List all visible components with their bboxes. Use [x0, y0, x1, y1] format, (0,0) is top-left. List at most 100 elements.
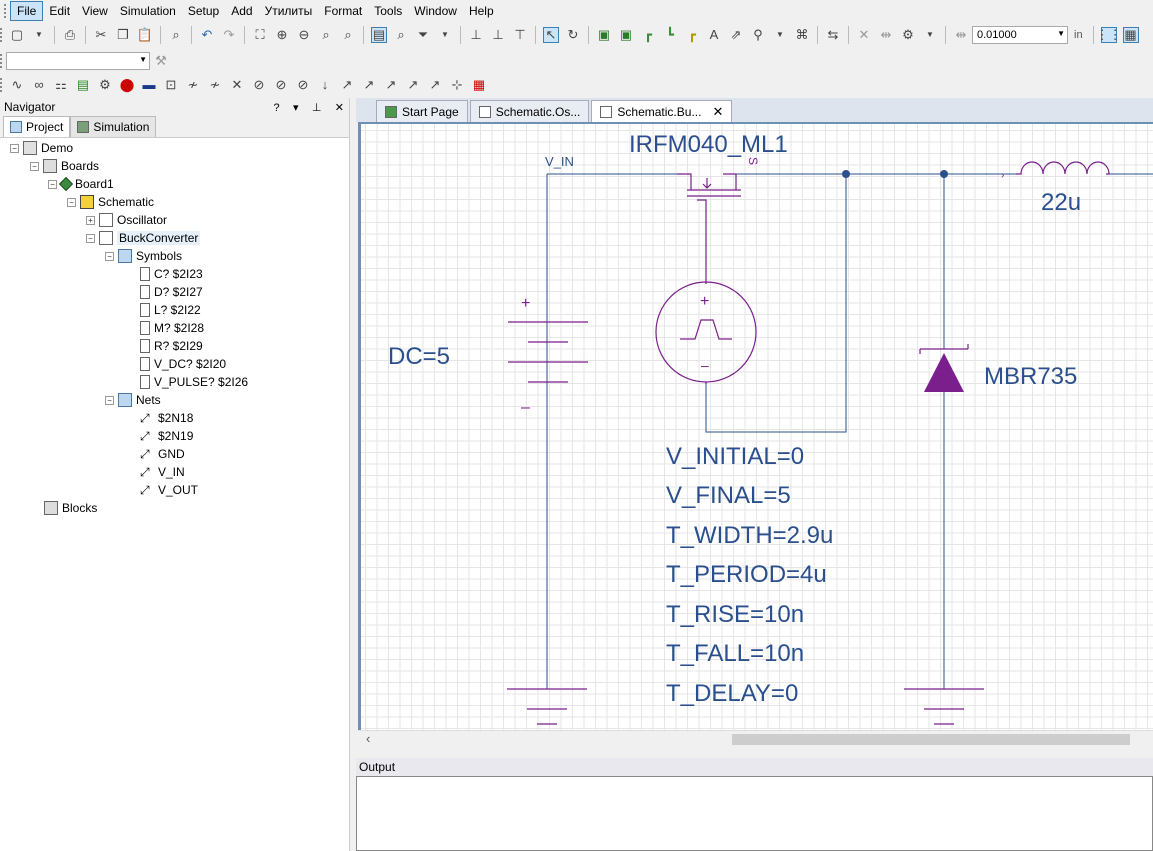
net-label-vin[interactable]: V_IN	[545, 154, 574, 169]
tree-node-board1[interactable]: − Board1	[48, 175, 114, 193]
tree-node-symbol[interactable]: D? $2I27	[140, 283, 203, 301]
diode-name-label[interactable]: MBR735	[984, 363, 1077, 390]
stop-icon[interactable]: ⬤	[119, 77, 135, 92]
add-probe-icon[interactable]: ⚲	[753, 27, 763, 42]
tree-node-demo[interactable]: − Demo	[10, 139, 73, 157]
dropdown-arrow-icon[interactable]: ▼	[441, 30, 449, 39]
ground-icon[interactable]: ↓	[321, 77, 329, 92]
tree-node-nets[interactable]: − Nets	[105, 391, 161, 409]
dc-source-label[interactable]: DC=5	[388, 343, 450, 370]
annotate-icon[interactable]: ⇆	[827, 27, 839, 42]
chevron-down-icon[interactable]: ▼	[139, 55, 147, 64]
resistor-icon[interactable]: ≁	[187, 77, 199, 92]
collapse-icon[interactable]: −	[10, 143, 19, 153]
menu-add[interactable]: Add	[231, 4, 253, 18]
dropdown-arrow-icon[interactable]: ▼	[35, 30, 43, 39]
align-top-icon[interactable]: ⊤	[514, 27, 526, 42]
mosfet-symbol[interactable]	[677, 173, 741, 284]
menu-view[interactable]: View	[82, 4, 108, 18]
tree-node-symbol[interactable]: V_PULSE? $2I26	[140, 373, 248, 391]
tab-simulation[interactable]: Simulation	[70, 116, 157, 137]
properties-icon[interactable]: ⚙	[902, 27, 914, 42]
tree-node-symbol[interactable]: L? $2I22	[140, 301, 201, 319]
scroll-left-icon[interactable]: ‹	[366, 731, 371, 746]
add-port-icon[interactable]: ⇗	[730, 27, 742, 42]
tree-node-oscillator[interactable]: + Oscillator	[86, 211, 167, 229]
collapse-icon[interactable]: −	[86, 233, 95, 243]
chevron-down-icon[interactable]: ▼	[1057, 29, 1065, 38]
sim-chart-icon[interactable]: ▤	[76, 77, 90, 92]
align-icon[interactable]: ⊥	[470, 27, 482, 42]
diode-triangle[interactable]	[924, 353, 964, 392]
sim-wave-icon[interactable]: ∿	[11, 77, 23, 92]
voltage-source-icon[interactable]: ⊘	[253, 77, 265, 92]
add-bus-icon[interactable]: ┗	[666, 27, 674, 42]
copy-icon[interactable]: ❐	[117, 27, 129, 42]
zoom-fit-icon[interactable]: ⛶	[255, 27, 265, 42]
grid-snap-icon[interactable]: ⇹	[955, 27, 967, 42]
delete-icon[interactable]: ✕	[858, 27, 870, 42]
tree-node-buckconverter[interactable]: − BuckConverter	[86, 229, 201, 247]
tree-node-symbol[interactable]: R? $2I29	[140, 337, 203, 355]
filter-icon[interactable]: ⏷	[417, 27, 429, 42]
help-icon[interactable]: ?	[273, 102, 280, 114]
undo-icon[interactable]: ↶	[201, 27, 213, 42]
output-panel[interactable]	[356, 776, 1153, 851]
chip-icon[interactable]: ▦	[472, 77, 486, 92]
print-icon[interactable]: ⎙	[64, 27, 76, 42]
dropdown-arrow-icon[interactable]: ▼	[926, 30, 934, 39]
tree-node-symbols[interactable]: − Symbols	[105, 247, 182, 265]
tab-project[interactable]: Project	[3, 116, 71, 137]
sim-glasses-icon[interactable]: ∞	[34, 77, 44, 92]
expand-icon[interactable]: +	[86, 215, 95, 225]
ground-symbol[interactable]	[904, 688, 984, 725]
new-doc-icon[interactable]: ▢	[10, 27, 24, 42]
inductor-value-label[interactable]: 22u	[1041, 189, 1081, 216]
add-part-icon[interactable]: ▣	[597, 27, 611, 42]
mosfet-icon[interactable]: ↗	[385, 77, 397, 92]
add-text-icon[interactable]: A	[709, 27, 719, 42]
tree-node-net[interactable]: ⤢ GND	[140, 445, 185, 463]
sim-run-icon[interactable]: ⚙	[99, 77, 111, 92]
tree-node-net[interactable]: ⤢ $2N18	[140, 409, 193, 427]
add-wire-icon[interactable]: ┏	[644, 27, 652, 42]
paste-icon[interactable]: 📋	[136, 27, 154, 42]
horizontal-scrollbar[interactable]: ‹	[358, 730, 1153, 747]
layer-combo[interactable]: ▼	[6, 52, 150, 70]
mosfet-name-label[interactable]: IRFM040_ML1	[629, 131, 788, 158]
zoom-icon[interactable]: ⌕	[322, 27, 330, 42]
switch-icon[interactable]: ↗	[407, 77, 419, 92]
menu-file[interactable]: File	[10, 1, 44, 21]
menu-window[interactable]: Window	[414, 4, 457, 18]
sim-tree-icon[interactable]: ⚏	[55, 77, 67, 92]
zoom-out-icon[interactable]: ⊖	[298, 27, 310, 42]
dc-battery-symbol[interactable]	[508, 321, 588, 383]
grid-size-combo[interactable]: 0.01000 ▼	[972, 26, 1068, 44]
sim-flag-icon[interactable]: ▬	[142, 77, 156, 92]
pin-icon[interactable]: ⊥	[311, 102, 322, 114]
pulse-source-symbol[interactable]	[655, 281, 757, 384]
tab-schematic-oscillator[interactable]: Schematic.Os...	[469, 100, 590, 122]
menu-help[interactable]: Help	[468, 4, 494, 18]
redo-icon[interactable]: ↷	[223, 27, 235, 42]
menu-utilities[interactable]: Утилиты	[264, 4, 313, 18]
menu-tools[interactable]: Tools	[374, 4, 403, 18]
menu-simulation[interactable]: Simulation	[119, 4, 176, 18]
grid-dots-icon[interactable]: ⋮⋮	[1095, 27, 1122, 43]
connector-icon[interactable]: ⊹	[451, 77, 463, 92]
tree-node-net[interactable]: ⤢ $2N19	[140, 427, 193, 445]
menu-format[interactable]: Format	[324, 4, 363, 18]
tree-node-blocks[interactable]: Blocks	[44, 499, 97, 517]
sheet-view-icon[interactable]: ▤	[371, 27, 387, 43]
menu-setup[interactable]: Setup	[187, 4, 220, 18]
align-bottom-icon[interactable]: ⊥	[492, 27, 504, 42]
zoom-area-icon[interactable]: ⌕	[397, 27, 405, 42]
dropdown-arrow-icon[interactable]: ▼	[776, 30, 784, 39]
tree-node-net[interactable]: ⤢ V_OUT	[140, 481, 198, 499]
schematic-canvas[interactable]: ›	[358, 122, 1153, 730]
wire-source-loop[interactable]	[705, 174, 847, 433]
inductor-symbol[interactable]	[1016, 161, 1110, 175]
collapse-icon[interactable]: −	[67, 197, 76, 207]
close-icon[interactable]: ✕	[334, 102, 344, 114]
tree-node-symbol[interactable]: V_DC? $2I20	[140, 355, 226, 373]
